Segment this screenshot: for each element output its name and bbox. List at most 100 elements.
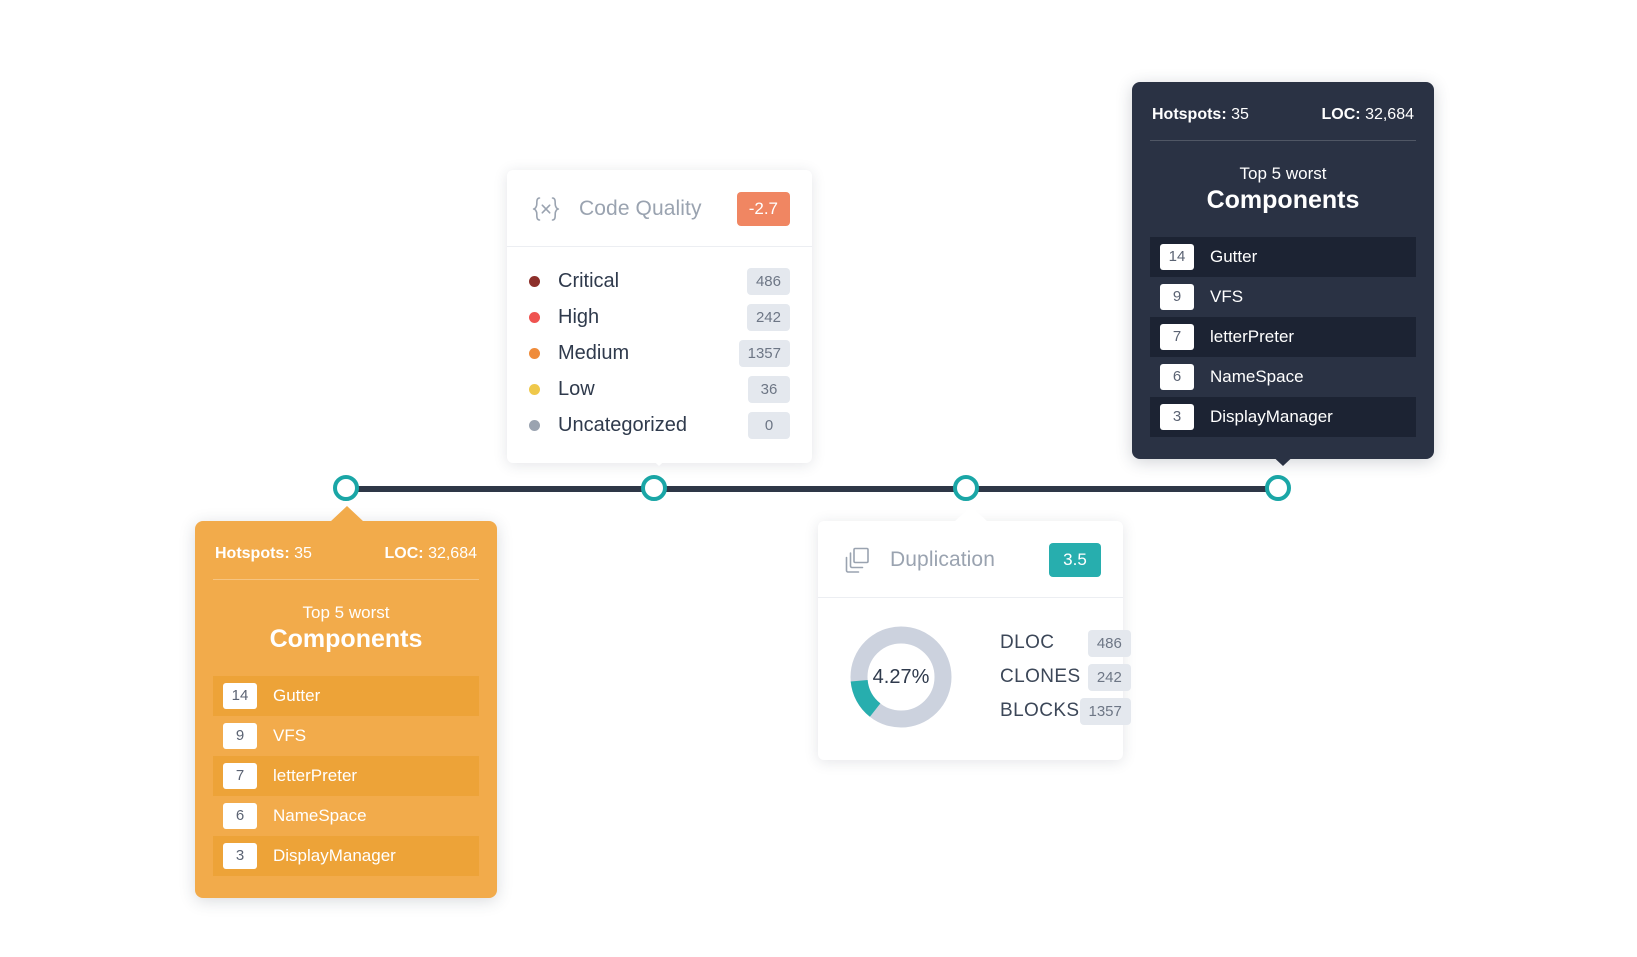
table-row[interactable]: 14 Gutter (213, 675, 479, 716)
severity-label: Low (558, 377, 595, 400)
components-title: Components (269, 625, 423, 654)
duplication-card: Duplication 3.5 4.27% DLOC 486 CLONES 24… (818, 521, 1131, 760)
components-dark-card-pointer (1266, 450, 1300, 466)
component-name: letterPreter (1210, 326, 1295, 346)
stat-label-dloc: DLOC (1000, 632, 1055, 653)
duplication-title: Duplication (890, 548, 995, 571)
components-orange-titles: Top 5 worst Components (213, 580, 479, 676)
copy-duplicate-icon (840, 543, 874, 577)
severity-label: Uncategorized (558, 413, 687, 436)
components-orange-list: 14 Gutter 9 VFS 7 letterPreter 6 NameSpa… (213, 675, 479, 876)
code-quality-legend-list: Critical 486 High 242 Medium 1357 Low 36… (507, 247, 812, 463)
list-item[interactable]: Medium 1357 (529, 335, 790, 371)
severity-dot-medium (529, 347, 540, 359)
stat-value-blocks: 1357 (1079, 697, 1131, 725)
component-name: NameSpace (273, 805, 367, 825)
components-card-dark: Hotspots: 35 LOC: 32,684 Top 5 worst Com… (1132, 82, 1434, 459)
donut-center-label: 4.27% (872, 665, 930, 688)
table-row[interactable]: 14 Gutter (1150, 236, 1416, 277)
components-subtitle: Top 5 worst (302, 603, 390, 622)
component-name: Gutter (1210, 246, 1258, 266)
table-row[interactable]: 7 letterPreter (213, 755, 479, 796)
component-name: VFS (1210, 286, 1244, 306)
component-name: NameSpace (1210, 366, 1304, 386)
severity-dot-low (529, 383, 540, 395)
severity-count: 1357 (738, 339, 790, 367)
table-row[interactable]: 9 VFS (1150, 277, 1416, 317)
list-item[interactable]: DLOC 486 (1000, 626, 1131, 660)
component-rank: 7 (1160, 323, 1194, 350)
timeline-track (345, 486, 1290, 492)
component-rank: 6 (223, 802, 257, 829)
table-row[interactable]: 9 VFS (213, 716, 479, 756)
severity-dot-high (529, 311, 540, 323)
duplication-donut-chart: 4.27% (848, 624, 954, 730)
code-quality-card-pointer (642, 450, 676, 466)
severity-count: 486 (746, 267, 790, 295)
timeline-node-2[interactable] (641, 475, 667, 501)
severity-label: Critical (558, 269, 620, 292)
components-title: Components (1206, 186, 1360, 215)
code-quality-title: Code Quality (579, 197, 702, 220)
severity-dot-critical (529, 275, 540, 287)
code-quality-header: Code Quality -2.7 (507, 170, 812, 247)
severity-count: 242 (746, 303, 790, 331)
timeline-node-3[interactable] (953, 475, 979, 501)
list-item[interactable]: High 242 (529, 299, 790, 335)
component-rank: 14 (223, 682, 257, 709)
components-subtitle: Top 5 worst (1239, 164, 1327, 183)
component-rank: 3 (223, 842, 257, 869)
code-braces-x-icon (529, 192, 563, 226)
hotspots-label: Hotspots: (215, 545, 290, 562)
stat-label-clones: CLONES (1000, 666, 1081, 687)
loc-label: LOC: (384, 545, 424, 562)
component-name: DisplayManager (1210, 406, 1333, 426)
table-row[interactable]: 6 NameSpace (1150, 357, 1416, 397)
component-rank: 7 (223, 762, 257, 789)
component-name: Gutter (273, 685, 321, 705)
table-row[interactable]: 6 NameSpace (213, 796, 479, 836)
code-quality-card: Code Quality -2.7 Critical 486 High 242 … (507, 170, 812, 463)
component-rank: 3 (1160, 403, 1194, 430)
loc-value: 32,684 (1365, 106, 1414, 123)
hotspots-stat: Hotspots: 35 (1152, 106, 1249, 124)
stat-value-clones: 242 (1087, 663, 1131, 691)
list-item[interactable]: BLOCKS 1357 (1000, 694, 1131, 728)
components-orange-header: Hotspots: 35 LOC: 32,684 (213, 521, 479, 580)
donut-arc-duplicated (850, 626, 952, 728)
code-quality-score-badge: -2.7 (736, 192, 790, 226)
components-dark-list: 14 Gutter 9 VFS 7 letterPreter 6 NameSpa… (1150, 236, 1416, 437)
hotspots-label: Hotspots: (1152, 106, 1227, 123)
component-name: letterPreter (273, 765, 358, 785)
timeline-node-4[interactable] (1265, 475, 1291, 501)
severity-label: High (558, 305, 600, 328)
list-item[interactable]: CLONES 242 (1000, 660, 1131, 694)
list-item[interactable]: Critical 486 (529, 263, 790, 299)
severity-dot-uncategorized (529, 419, 540, 431)
duplication-stats-list: DLOC 486 CLONES 242 BLOCKS 1357 (1000, 626, 1131, 728)
component-rank: 9 (1160, 283, 1194, 310)
loc-label: LOC: (1321, 106, 1361, 123)
hotspots-stat: Hotspots: 35 (215, 545, 312, 563)
hotspots-value: 35 (294, 545, 312, 562)
table-row[interactable]: 3 DisplayManager (213, 835, 479, 876)
loc-stat: LOC: 32,684 (385, 545, 478, 563)
hotspots-value: 35 (1231, 106, 1249, 123)
duplication-body: 4.27% DLOC 486 CLONES 242 BLOCKS 1357 (818, 598, 1131, 760)
list-item[interactable]: Uncategorized 0 (529, 407, 790, 443)
donut-svg (850, 626, 952, 728)
timeline-node-1[interactable] (333, 475, 359, 501)
stat-value-dloc: 486 (1087, 629, 1131, 657)
severity-count: 0 (748, 411, 790, 439)
list-item[interactable]: Low 36 (529, 371, 790, 407)
component-rank: 9 (223, 722, 257, 749)
table-row[interactable]: 3 DisplayManager (1150, 396, 1416, 437)
donut-track (850, 626, 952, 728)
components-dark-header: Hotspots: 35 LOC: 32,684 (1150, 82, 1416, 141)
duplication-score-badge: 3.5 (1049, 543, 1101, 577)
severity-count: 36 (748, 375, 790, 403)
component-rank: 14 (1160, 243, 1194, 270)
components-orange-card-pointer (330, 506, 364, 522)
duplication-header: Duplication 3.5 (818, 521, 1123, 598)
table-row[interactable]: 7 letterPreter (1150, 316, 1416, 357)
